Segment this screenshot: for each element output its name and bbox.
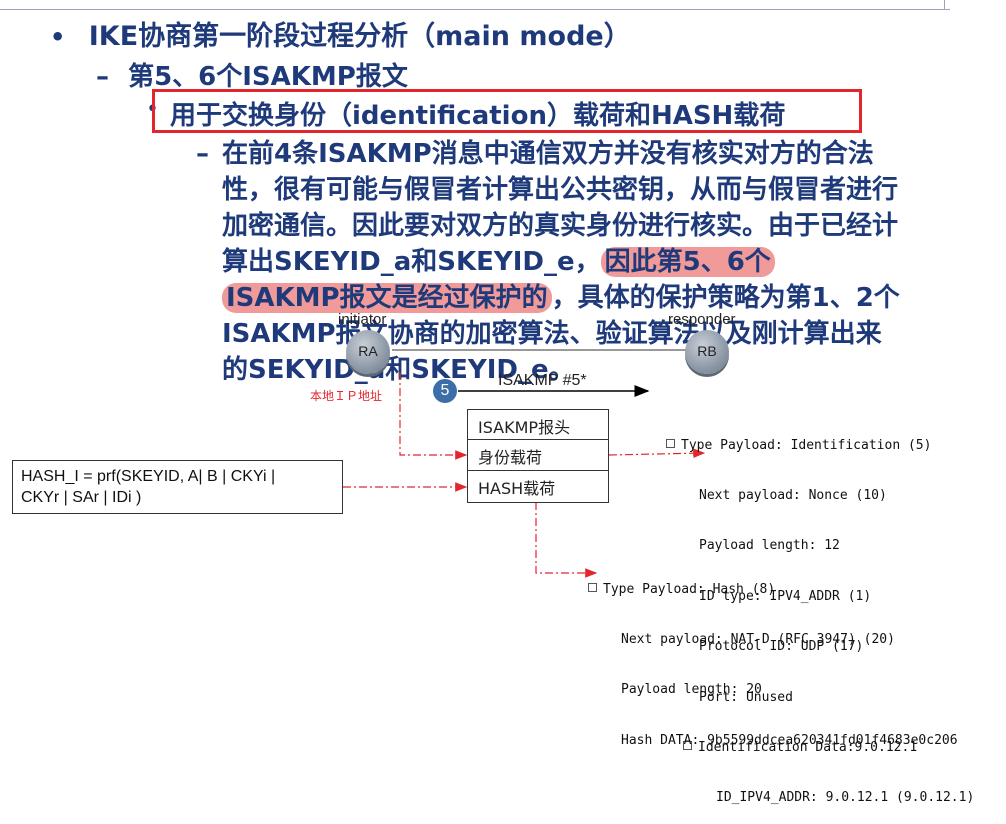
packet-identity-payload: 身份载荷	[467, 440, 609, 471]
router-ra-icon[interactable]: RA	[346, 330, 390, 374]
tree-text: Type Payload: Hash (8)	[603, 581, 776, 597]
subheading: – 第5、6个ISAKMP报文	[96, 56, 408, 93]
ip-to-identity-arrow	[399, 372, 468, 460]
paragraph-line-3: 加密通信。因此要对双方的真实身份进行核实。由于已经计	[222, 211, 899, 241]
diagram-connectors	[343, 349, 706, 578]
packet-hash-payload: HASH载荷	[467, 471, 609, 503]
initiator-label: initiator	[338, 311, 387, 328]
responder-label: responder	[668, 311, 736, 328]
paragraph-highlight-1: 因此第5、6个	[600, 247, 775, 277]
heading-bullet: •	[50, 23, 66, 51]
point-highlight-box	[152, 89, 862, 133]
paragraph-dash: –	[196, 139, 209, 169]
router-rb-name: RB	[697, 343, 717, 359]
hash-formula-line-2: CKYr | SAr | IDi )	[21, 489, 142, 506]
message-label: ISAKMP #5*	[498, 372, 587, 389]
paragraph-line-5b: ，具体的保护策略为第1、2个	[551, 283, 900, 313]
hash-formula-box: HASH_I = prf(SKEYID, A| B | CKYi | CKYr …	[12, 460, 343, 514]
paragraph-line-4a: 算出SKEYID_a和SKEYID_e，	[222, 247, 601, 277]
identification-tree-row-8: ID_IPV4_ADDR: 9.0.12.1 (9.0.12.1)	[716, 790, 975, 806]
step-number-badge: 5	[433, 379, 457, 403]
hash-tree-row-2: Next payload: NAT-D (RFC 3947) (20)	[621, 631, 895, 647]
hash-to-tree-arrow	[535, 502, 598, 578]
hash-formula-line-1: HASH_I = prf(SKEYID, A| B | CKYi |	[21, 468, 276, 485]
paragraph-line-1: 在前4条ISAKMP消息中通信双方并没有核实对方的合法	[222, 139, 874, 169]
paragraph-line-7: 的SEKYID_a和SKEYID_e。	[222, 355, 575, 385]
heading-title: IKE协商第一阶段过程分析（main mode）	[88, 21, 631, 52]
heading: • IKE协商第一阶段过程分析（main mode）	[50, 14, 631, 53]
identification-tree-row-2: Next payload: Nonce (10)	[699, 487, 887, 503]
hash-tree-row-1[interactable]: Type Payload: Hash (8)	[588, 582, 958, 599]
collapse-icon[interactable]	[588, 582, 597, 592]
point-text: 用于交换身份（identification）载荷和HASH载荷	[170, 101, 786, 131]
top-rule-end	[944, 0, 945, 10]
paragraph-line-2: 性，很有可能与假冒者计算出公共密钥，从而与假冒者进行	[222, 175, 899, 205]
paragraph-line-6: ISAKMP报文协商的加密算法、验证算法以及刚计算出来	[222, 319, 882, 349]
collapse-icon[interactable]	[666, 438, 675, 448]
packet-header: ISAKMP报头	[467, 409, 609, 440]
local-ip-label: 本地ＩＰ地址	[310, 389, 383, 403]
identification-tree-row-1[interactable]: Type Payload: Identification (5)	[666, 438, 974, 455]
hash-tree-row-4: Hash DATA: 9b5599ddcea620341fd01f4683e0c…	[621, 732, 958, 748]
tree-text: Type Payload: Identification (5)	[681, 437, 932, 453]
identification-tree-row-3: Payload length: 12	[699, 538, 840, 554]
identification-tree-row-4: ID type: IPV4_ADDR (1)	[699, 588, 872, 604]
router-ra-name: RA	[358, 343, 378, 359]
router-rb-icon[interactable]: RB	[685, 330, 729, 374]
top-rule	[0, 9, 950, 10]
hash-tree: Type Payload: Hash (8) Next payload: NAT…	[588, 548, 958, 766]
paragraph-highlight-2: ISAKMP报文是经过保护的	[222, 283, 552, 313]
subheading-text: 第5、6个ISAKMP报文	[128, 62, 408, 92]
paragraph-line-5: ISAKMP报文是经过保护的，具体的保护策略为第1、2个	[222, 280, 900, 316]
hash-tree-row-3: Payload length: 20	[621, 682, 762, 698]
paragraph-line-4: 算出SKEYID_a和SKEYID_e，因此第5、6个	[222, 244, 775, 280]
subheading-dash: –	[96, 62, 109, 92]
